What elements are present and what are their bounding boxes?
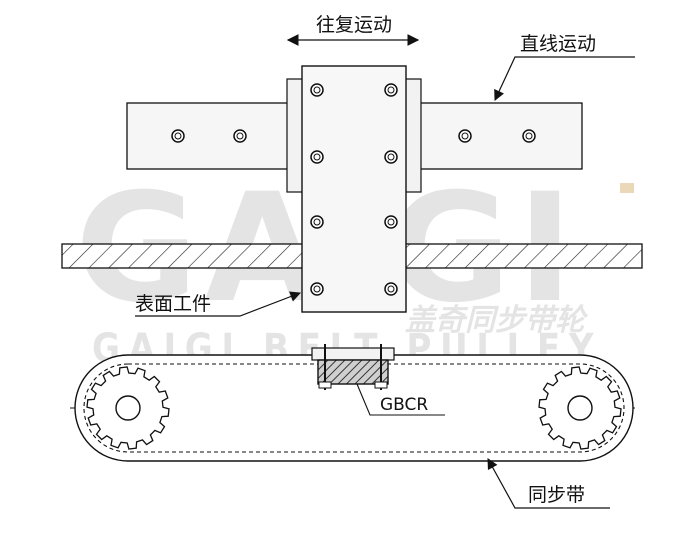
synchronous-belt-label: 同步带 [528, 484, 585, 506]
carriage-flange-left [286, 78, 304, 193]
clamp-label: GBCR [380, 395, 428, 415]
watermark-company-cn: 盖奇同步带轮 [405, 303, 589, 338]
watermark-logo-dot [620, 183, 634, 193]
linear-motion-leader [494, 56, 635, 101]
pulley-right [538, 366, 622, 450]
linear-motion-label: 直线运动 [520, 33, 596, 55]
carriage-bolts [310, 83, 398, 296]
bar-holes [171, 129, 536, 143]
gbcr-clamp [311, 344, 395, 390]
synchronous-belt [74, 354, 634, 462]
surface-workpiece-label: 表面工件 [135, 293, 211, 315]
workpiece-leader [135, 291, 302, 317]
carriage-plate [301, 65, 407, 313]
belt-leader [487, 458, 610, 509]
reciprocating-motion-label: 往复运动 [316, 14, 392, 36]
carriage-flange-right [404, 78, 422, 193]
pulley-left [86, 366, 170, 450]
clamp-leader [356, 383, 445, 416]
